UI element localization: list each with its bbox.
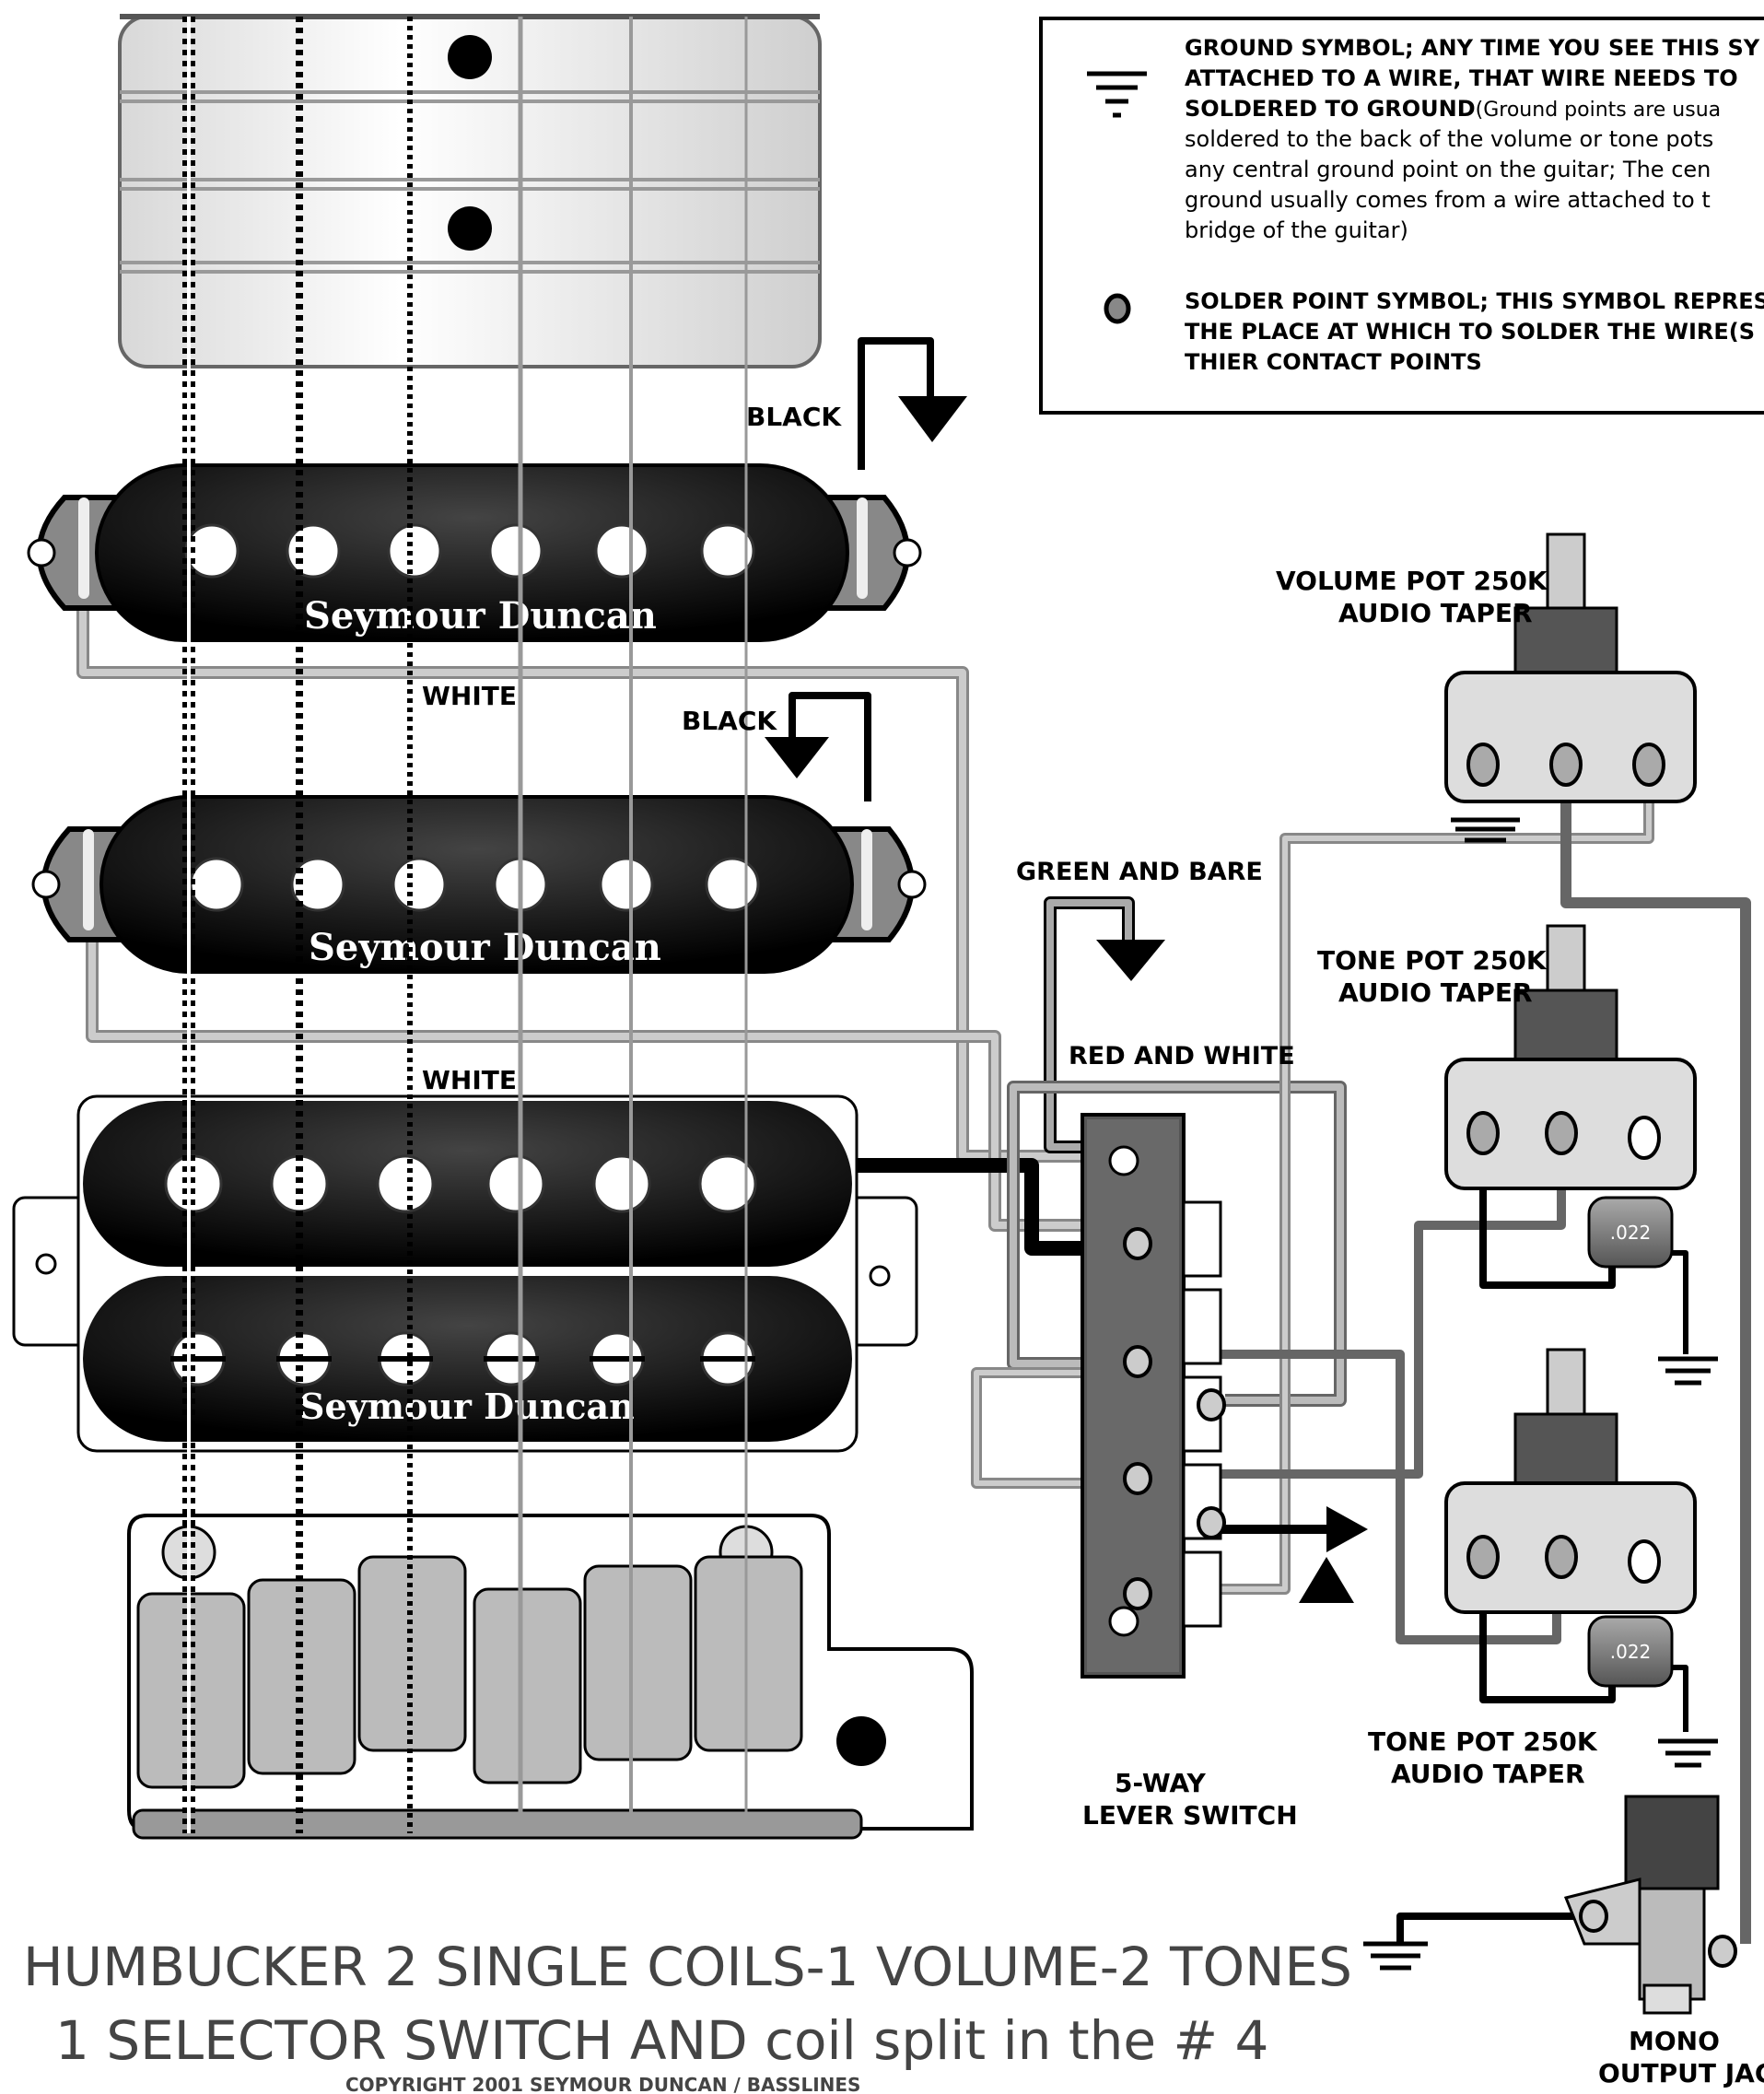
label-volume-pot-1: VOLUME POT 250K <box>1276 566 1548 596</box>
legend-box: GROUND SYMBOL; ANY TIME YOU SEE THIS SY … <box>1039 17 1764 415</box>
tone-pot-2 <box>1444 1348 1697 1614</box>
volume-pot <box>1444 532 1697 803</box>
tremolo-bridge <box>127 1514 974 1840</box>
legend-ground-line-3: SOLDERED TO GROUND(Ground points are usu… <box>1185 96 1721 122</box>
label-switch-2: LEVER SWITCH <box>1082 1800 1298 1831</box>
label-tone-pot-1a: TONE POT 250K <box>1317 945 1548 976</box>
tone-pot-1 <box>1444 924 1697 1190</box>
legend-ground-line-2: ATTACHED TO A WIRE, THAT WIRE NEEDS TO <box>1185 65 1738 91</box>
capacitor-2-label: .022 <box>1610 1641 1652 1663</box>
legend-ground-line-6: ground usually comes from a wire attache… <box>1185 187 1711 213</box>
capacitor-1: .022 <box>1587 1196 1674 1269</box>
five-way-switch <box>1081 1113 1226 1679</box>
legend-solder-line-3: THIER CONTACT POINTS <box>1185 349 1482 375</box>
legend-ground-line-4: soldered to the back of the volume or to… <box>1185 126 1713 152</box>
capacitor-2: .022 <box>1587 1615 1674 1688</box>
label-jack-2: OUTPUT JACK <box>1598 2058 1764 2088</box>
label-volume-pot-2: AUDIO TAPER <box>1338 598 1533 628</box>
pickup-brand-3: Seymour Duncan <box>299 1386 635 1427</box>
legend-ground-line-7: bridge of the guitar) <box>1185 217 1408 243</box>
legend-ground-line-1: GROUND SYMBOL; ANY TIME YOU SEE THIS SY <box>1185 35 1760 61</box>
humbucker-pickup: Seymour Duncan <box>12 1094 918 1453</box>
label-red-white: RED AND WHITE <box>1069 1042 1295 1070</box>
ground-symbols <box>765 396 1718 1971</box>
label-tone-pot-1b: AUDIO TAPER <box>1338 977 1533 1008</box>
legend-solder-line-1: SOLDER POINT SYMBOL; THIS SYMBOL REPRES <box>1185 288 1764 314</box>
label-black-1: BLACK <box>746 402 842 432</box>
title-line-2: 1 SELECTOR SWITCH AND coil split in the … <box>55 2009 1268 2072</box>
guitar-strings <box>182 17 748 1833</box>
solder-point-icon <box>1104 293 1131 324</box>
label-jack-1: MONO <box>1629 2026 1720 2056</box>
label-switch-1: 5-WAY <box>1115 1768 1206 1798</box>
label-green-bare: GREEN AND BARE <box>1016 858 1263 886</box>
legend-ground-line-5: any central ground point on the guitar; … <box>1185 157 1711 182</box>
guitar-neck <box>118 14 822 368</box>
output-jack <box>1563 1795 1737 2015</box>
capacitor-1-label: .022 <box>1610 1222 1652 1244</box>
single-coil-pickup-middle: Seymour Duncan <box>31 795 927 974</box>
label-tone-pot-2b: AUDIO TAPER <box>1391 1759 1585 1789</box>
title-line-1: HUMBUCKER 2 SINGLE COILS-1 VOLUME-2 TONE… <box>23 1936 1352 1998</box>
label-white-2: WHITE <box>422 1065 517 1095</box>
copyright-text: COPYRIGHT 2001 SEYMOUR DUNCAN / BASSLINE… <box>345 2074 860 2094</box>
label-white-1: WHITE <box>422 681 517 711</box>
label-tone-pot-2a: TONE POT 250K <box>1368 1726 1598 1757</box>
labels: BLACK WHITE BLACK WHITE GREEN AND BARE R… <box>422 402 1764 2088</box>
legend-solder-line-2: THE PLACE AT WHICH TO SOLDER THE WIRE(S <box>1185 319 1755 345</box>
ground-icon <box>1087 71 1147 118</box>
pickup-brand-2: Seymour Duncan <box>309 926 661 969</box>
label-black-2: BLACK <box>682 706 777 736</box>
pickup-brand-1: Seymour Duncan <box>304 594 657 638</box>
single-coil-pickup-neck: Seymour Duncan <box>27 463 922 642</box>
diagram-title: HUMBUCKER 2 SINGLE COILS-1 VOLUME-2 TONE… <box>23 1936 1352 2094</box>
